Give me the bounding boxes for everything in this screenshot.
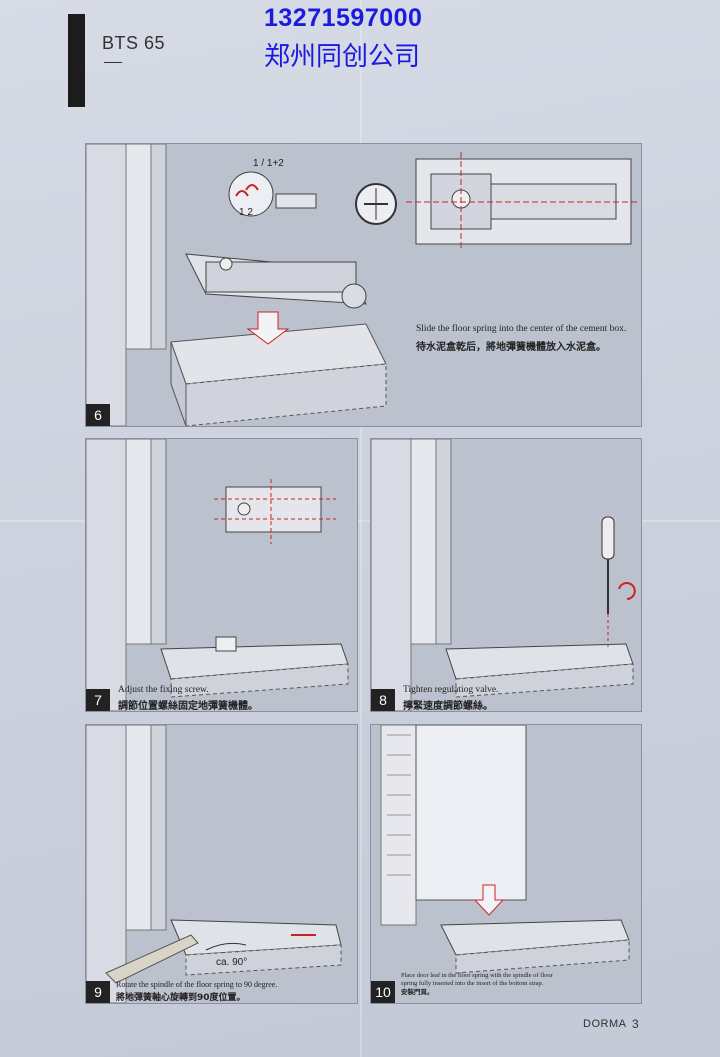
step-8-number: 8: [371, 689, 395, 711]
phone-watermark: 13271597000: [264, 4, 423, 32]
step-10-number: 10: [371, 981, 395, 1003]
inset-label-bottom: 1 2: [239, 207, 253, 218]
step-9-caption-en: Rotate the spindle of the floor spring t…: [116, 980, 278, 989]
step-7-illustration: [86, 439, 357, 711]
step-6-number: 6: [86, 404, 110, 426]
step-7-caption-zh: 調節位置螺絲固定地彈簧機體。: [118, 701, 258, 712]
step-10-caption-en-line1: Place door leaf in the floor spring with…: [401, 972, 553, 979]
step-10-panel: Place door leaf in the floor spring with…: [370, 724, 642, 1004]
page-number: 3: [632, 1017, 639, 1031]
step-6-caption-zh: 待水泥盒乾后，將地彈簧機體放入水泥盒。: [416, 342, 606, 353]
step-9-caption-zh: 將地彈簧軸心旋轉到90度位置。: [116, 993, 246, 1003]
step-8-panel: Tighten regulatiog valve. 擰緊速度調節螺絲。 8: [370, 438, 642, 712]
step-7-caption-en: Adjust the fixing screw.: [118, 685, 209, 695]
angle-label: ca. 90°: [216, 957, 248, 968]
step-8-illustration: [371, 439, 641, 711]
paper-fold: [360, 0, 362, 1057]
step-8-caption-en: Tighten regulatiog valve.: [403, 685, 499, 695]
step-7-panel: Adjust the fixing screw. 調節位置螺絲固定地彈簧機體。 …: [85, 438, 358, 712]
step-9-illustration: [86, 725, 357, 1003]
header-bar: [68, 14, 85, 107]
step-8-caption-zh: 擰緊速度調節螺絲。: [403, 701, 493, 712]
footer-brand: DORMA: [583, 1018, 627, 1030]
step-10-caption-en-line2: spring fully inserted into the insert of…: [401, 980, 544, 987]
step-7-number: 7: [86, 689, 110, 711]
step-9-number: 9: [86, 981, 110, 1003]
step-10-caption-zh: 安裝門頁。: [401, 989, 434, 996]
step-6-caption-en: Slide the floor spring into the center o…: [416, 324, 627, 334]
model-title: BTS 65: [102, 33, 166, 53]
step-9-panel: ca. 90° Rotate the spindle of the floor …: [85, 724, 358, 1004]
step-6-illustration: [86, 144, 641, 426]
paper-fold: [0, 520, 720, 522]
company-watermark: 郑州同创公司: [264, 42, 421, 72]
title-underline: [104, 62, 122, 63]
step-6-panel: 1 / 1+2 1 2 Slide the floor spring into …: [85, 143, 642, 427]
step-10-illustration: [371, 725, 641, 1003]
inset-label-top: 1 / 1+2: [253, 158, 284, 169]
